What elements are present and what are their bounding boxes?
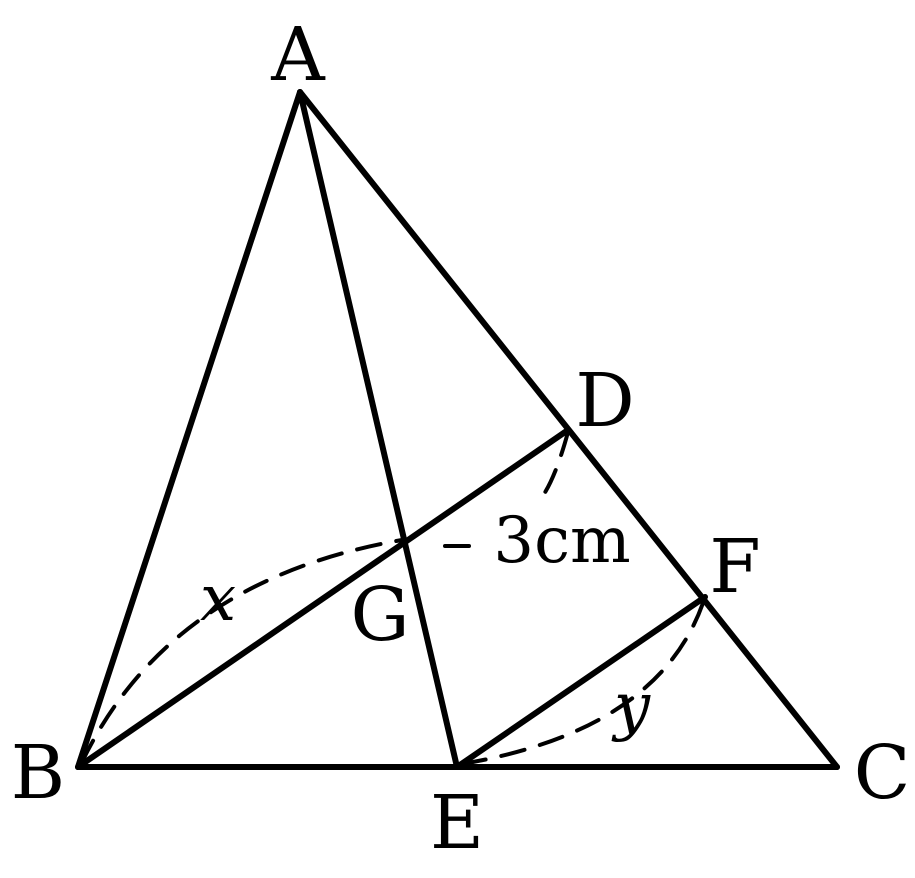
label-point-c: C <box>854 730 911 816</box>
dimension-arc-ef <box>460 598 706 766</box>
label-point-e: E <box>430 780 484 866</box>
segment-ae <box>297 89 460 770</box>
label-point-a: A <box>270 12 326 98</box>
segment-ef <box>454 594 708 770</box>
label-length-x: x <box>200 562 236 636</box>
segment-bd <box>75 427 571 770</box>
label-length-y: y <box>611 670 651 744</box>
segment-ab <box>75 89 303 770</box>
label-point-f: F <box>709 524 760 610</box>
label-point-b: B <box>11 730 65 816</box>
label-point-d: D <box>575 358 634 444</box>
label-point-g: G <box>350 572 409 658</box>
dimension-arc-gd-upper <box>538 430 570 502</box>
label-length-gd: 3cm <box>493 504 630 578</box>
dimension-arc-bg <box>80 538 404 764</box>
